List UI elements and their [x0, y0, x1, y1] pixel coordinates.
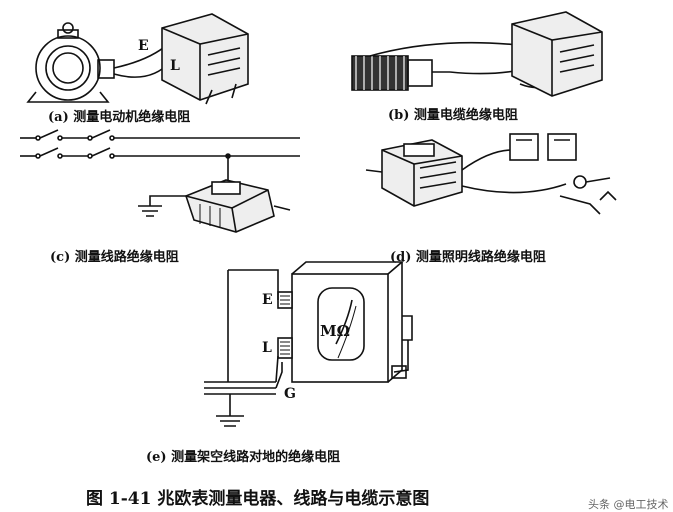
megger-c [185, 179, 291, 233]
cable-drawing [351, 41, 557, 91]
panel-e-label-g: G [284, 386, 296, 402]
panel-a-label-e: E [138, 38, 149, 54]
caption-e: (e) 测量架空线路对地的绝缘电阻 [146, 450, 341, 465]
overhead-line-e [204, 269, 283, 427]
lighting-drawing [365, 133, 617, 215]
meter-unit-label: MΩ [320, 322, 350, 340]
megger-e [277, 261, 413, 383]
panel-a-label-l: L [170, 58, 180, 74]
motor-drawing [26, 22, 171, 103]
megger-b [511, 11, 603, 97]
line-drawing [20, 129, 300, 217]
caption-a: (a) 测量电动机绝缘电阻 [48, 110, 191, 125]
caption-c: (c) 测量线路绝缘电阻 [50, 250, 179, 265]
caption-d: (d) 测量照明线路绝缘电阻 [390, 250, 546, 265]
caption-b: (b) 测量电缆绝缘电阻 [388, 108, 518, 123]
panel-e-label-e: E [262, 292, 273, 308]
megger-a [161, 13, 249, 105]
panel-e-label-l: L [262, 340, 272, 356]
watermark: 头条 @电工技术 [588, 498, 669, 511]
figure-title: 图 1-41 兆欧表测量电器、线路与电缆示意图 [86, 489, 430, 509]
